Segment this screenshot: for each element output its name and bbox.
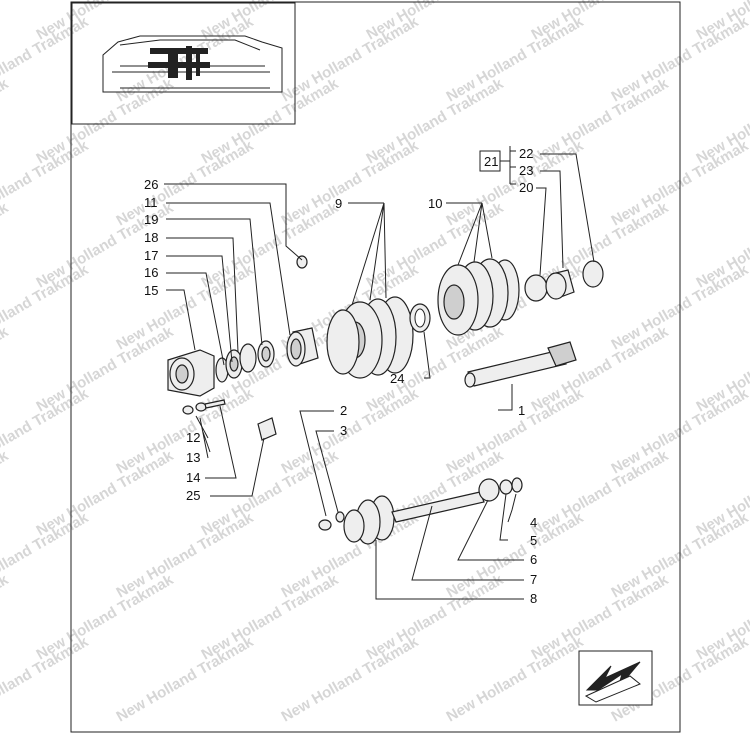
watermark-text: New Holland Trakmak: [609, 509, 750, 602]
callout-4: 4: [530, 515, 537, 530]
watermark-text: New Holland Trakmak: [279, 137, 422, 230]
washer-24: [409, 303, 431, 333]
callout-21: 21: [484, 154, 498, 169]
watermark-text: New Holland Trakmak: [444, 385, 587, 478]
bearing-6: [478, 478, 500, 502]
gear-cluster-10: [437, 258, 520, 336]
callout-26: 26: [144, 177, 158, 192]
shaft-7: [391, 491, 485, 523]
ring-26: [296, 255, 308, 269]
callout-18: 18: [144, 230, 158, 245]
callout-7: 7: [530, 572, 537, 587]
callout-14: 14: [186, 470, 200, 485]
watermark-text: New Holland Trakmak: [0, 0, 12, 43]
watermark-text: New Holland Trakmak: [114, 261, 257, 354]
gear-cluster-8: [343, 495, 395, 545]
callout-6: 6: [530, 552, 537, 567]
watermark-text: New Holland Trakmak: [0, 75, 12, 168]
transmission-locator-icon: [71, 2, 296, 125]
watermark-text: New Holland Trakmak: [0, 323, 12, 416]
callout-1: 1: [518, 403, 525, 418]
arrow-down-left-icon[interactable]: [578, 650, 653, 706]
callout-25: 25: [186, 488, 200, 503]
leader-lines: [164, 153, 595, 600]
watermark-text: New Holland Trakmak: [279, 633, 422, 726]
bearing-20: [524, 274, 548, 302]
watermark-text: New Holland Trakmak: [609, 261, 750, 354]
callout-23: 23: [519, 163, 533, 178]
watermark-text: New Holland Trakmak: [444, 509, 587, 602]
watermark-text: New Holland Trakmak: [609, 385, 750, 478]
callout-19: 19: [144, 212, 158, 227]
watermark-text: New Holland Trakmak: [114, 509, 257, 602]
watermark-text: New Holland Trakmak: [0, 571, 12, 664]
watermark-text: New Holland Trakmak: [444, 633, 587, 726]
watermark-text: New Holland Trakmak: [0, 199, 12, 292]
callout-16: 16: [144, 265, 158, 280]
circlip-2: [335, 511, 345, 523]
watermark-text: New Holland Trakmak: [0, 447, 12, 540]
main-shaft-1: [464, 341, 577, 388]
callout-17: 17: [144, 248, 158, 263]
bearing-23: [545, 269, 575, 300]
watermark-text: New Holland Trakmak: [609, 137, 750, 230]
parts-layer: [167, 255, 604, 545]
watermark-text: New Holland Trakmak: [114, 633, 257, 726]
fasteners-12-14: [182, 399, 226, 415]
bearing-stack-16-19: [215, 340, 275, 383]
clip-25: [257, 417, 277, 441]
splined-sleeve-11: [286, 327, 319, 367]
callout-9: 9: [335, 196, 342, 211]
ring-3: [318, 519, 332, 531]
callout-3: 3: [340, 423, 347, 438]
watermark-text: New Holland Trakmak: [444, 13, 587, 106]
ring-5: [499, 479, 513, 495]
ring-22: [582, 260, 604, 288]
diagram-frame: [70, 1, 681, 733]
watermark-text: New Holland Trakmak: [609, 13, 750, 106]
circlip-4: [511, 477, 523, 493]
callout-13: 13: [186, 450, 200, 465]
watermark-text: New Holland Trakmak: [279, 13, 422, 106]
watermark-text: New Holland Trakmak: [279, 385, 422, 478]
callout-labels: 26 11 19 18 17 16 15 9 10 22 23 20 24 1 …: [144, 146, 537, 606]
callout-10: 10: [428, 196, 442, 211]
callout-5: 5: [530, 533, 537, 548]
callout-11: 11: [144, 195, 158, 210]
callout-24: 24: [390, 371, 404, 386]
callout-8: 8: [530, 591, 537, 606]
callout-15: 15: [144, 283, 158, 298]
callout-20: 20: [519, 180, 533, 195]
group-box-21: 21: [479, 146, 516, 185]
bearing-housing-15: [167, 349, 215, 397]
gear-cluster-9: [326, 296, 414, 379]
callout-2: 2: [340, 403, 347, 418]
callout-22: 22: [519, 146, 533, 161]
callout-12: 12: [186, 430, 200, 445]
watermark-text: New Holland Trakmak: [114, 137, 257, 230]
